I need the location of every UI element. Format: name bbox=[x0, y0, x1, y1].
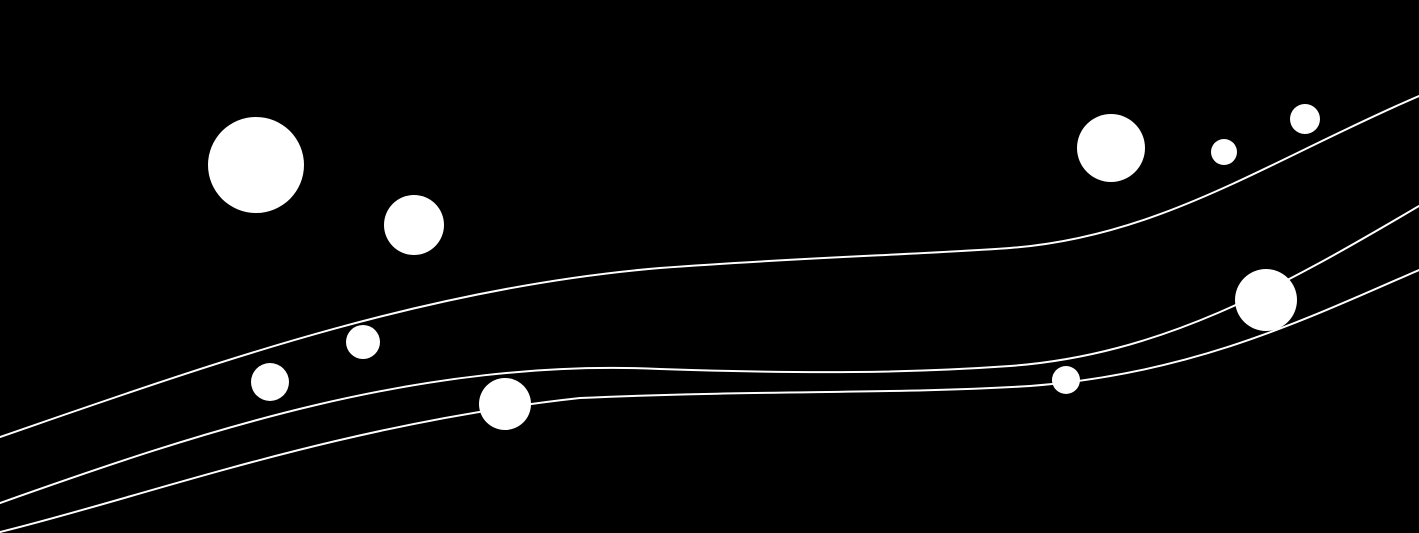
dot-medium-mid-left bbox=[479, 378, 531, 430]
dot-small-upper-right-2 bbox=[1290, 104, 1320, 134]
dot-small-upper-right-1 bbox=[1211, 139, 1237, 165]
dot-medium-right bbox=[1235, 269, 1297, 331]
dot-large-upper-left bbox=[208, 117, 304, 213]
wave-line-bottom bbox=[0, 269, 1419, 533]
dot-small-mid-left-2 bbox=[251, 363, 289, 401]
dot-small-right bbox=[1052, 366, 1080, 394]
dot-medium-upper-left bbox=[384, 195, 444, 255]
wave-line-middle bbox=[0, 205, 1419, 504]
wave-line-top bbox=[0, 95, 1419, 438]
dot-large-upper-right bbox=[1077, 114, 1145, 182]
dot-small-mid-left-1 bbox=[346, 325, 380, 359]
